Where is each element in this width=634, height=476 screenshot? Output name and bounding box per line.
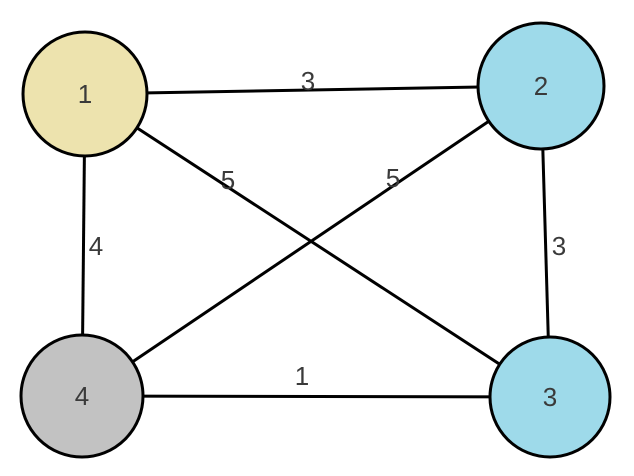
node-1[interactable] bbox=[21, 30, 149, 158]
node-4[interactable] bbox=[19, 333, 145, 459]
edge-1-3[interactable] bbox=[84, 92, 551, 399]
node-2[interactable] bbox=[476, 21, 606, 151]
node-label-3: 3 bbox=[543, 382, 557, 412]
edge-weight-2-4: 5 bbox=[386, 163, 400, 193]
node-label-4: 4 bbox=[75, 381, 89, 411]
edge-4-3[interactable] bbox=[81, 394, 551, 399]
edge-weight-1-4: 4 bbox=[89, 231, 103, 261]
edge-2-4[interactable] bbox=[81, 84, 542, 398]
edge-weight-2-3: 3 bbox=[552, 231, 566, 261]
edge-weight-1-3: 5 bbox=[221, 165, 235, 195]
edge-weight-1-2: 3 bbox=[301, 66, 315, 96]
node-label-1: 1 bbox=[78, 79, 92, 109]
node-label-2: 2 bbox=[534, 71, 548, 101]
node-3[interactable] bbox=[488, 335, 612, 459]
edge-weight-4-3: 1 bbox=[295, 361, 309, 391]
edge-1-2[interactable] bbox=[84, 84, 542, 96]
